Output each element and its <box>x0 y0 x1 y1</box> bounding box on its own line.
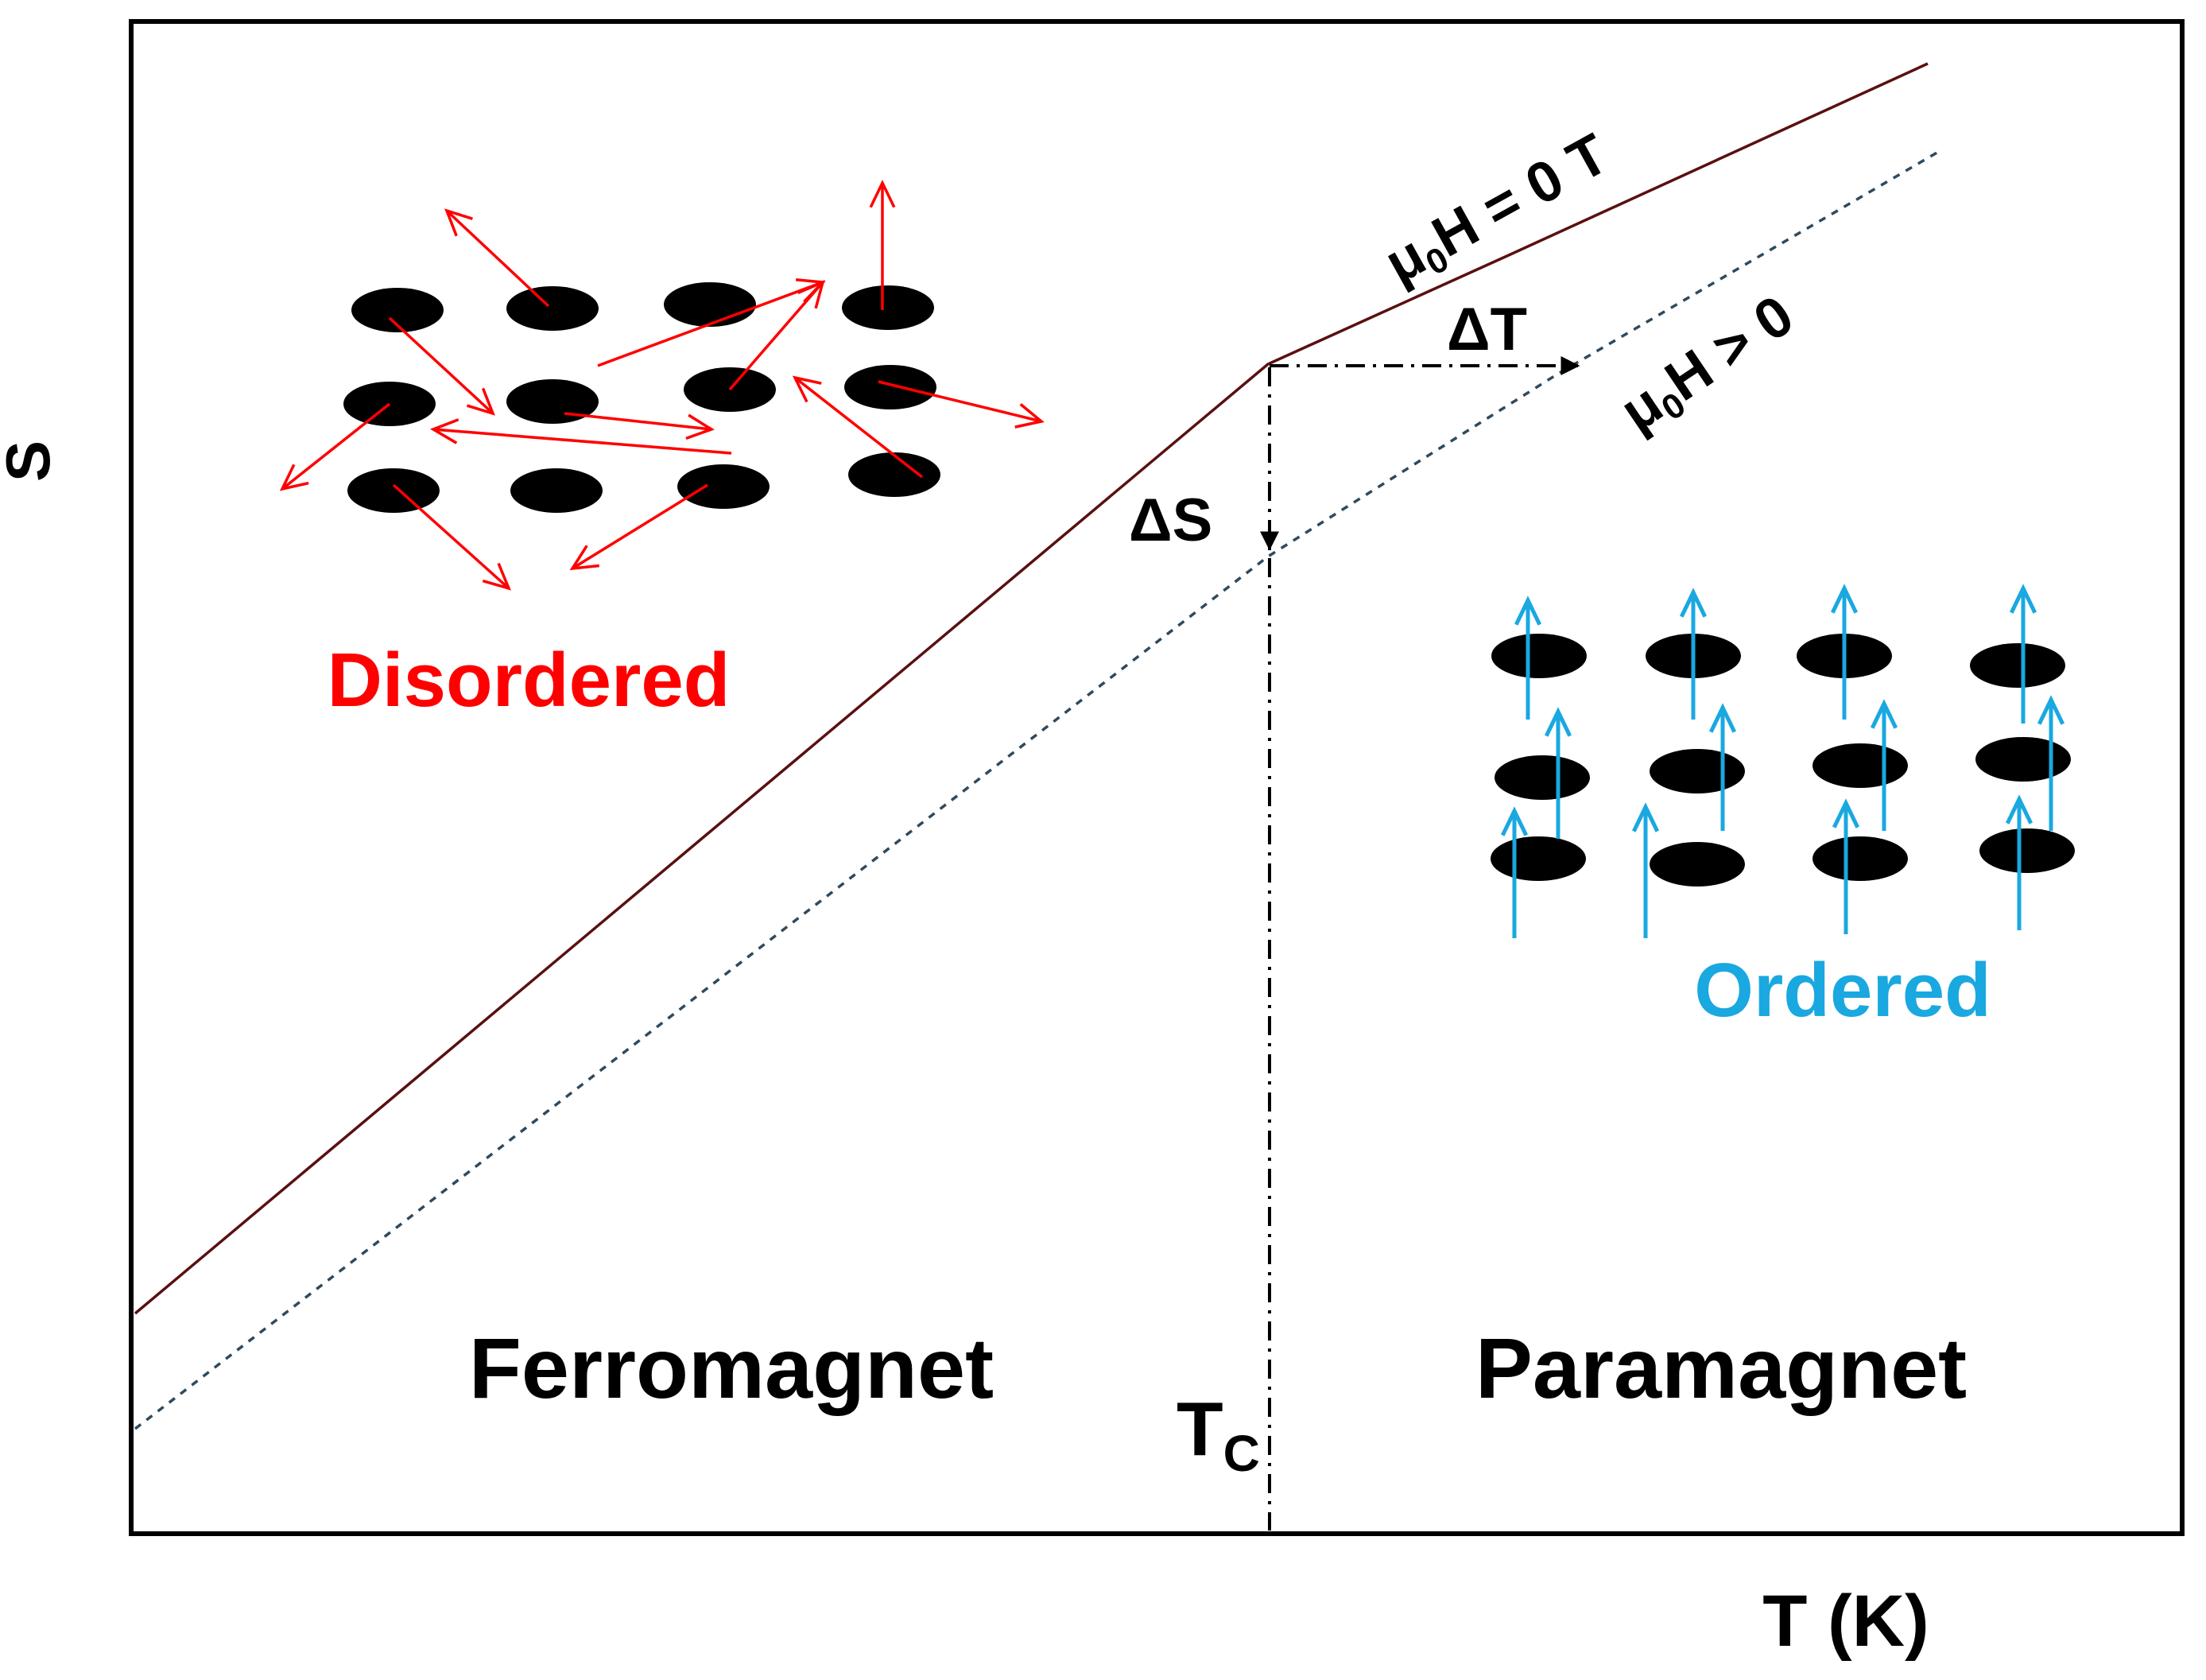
ordered-spin-cluster <box>1491 584 2075 938</box>
atom <box>347 468 440 513</box>
disordered-label: Disordered <box>328 638 731 723</box>
spin-arrow <box>793 376 924 479</box>
atom <box>506 286 599 331</box>
spin-arrow-head <box>1631 802 1660 832</box>
spin-arrow <box>564 412 712 431</box>
atom <box>1979 828 2075 873</box>
spin-arrow <box>432 428 732 455</box>
y-axis-label: S <box>0 440 63 482</box>
atom <box>1495 755 1590 800</box>
zero-field-curve <box>134 62 1929 1315</box>
spin-arrow-head <box>1830 584 1859 614</box>
spin-arrow-head <box>1679 588 1708 618</box>
spin-arrow <box>597 281 824 367</box>
spin-arrow-head <box>685 413 715 440</box>
spin-arrow-head <box>792 375 822 403</box>
spin-arrow-head <box>429 418 459 444</box>
applied-field-curve <box>134 149 1940 1430</box>
disordered-spin-cluster <box>279 179 1045 591</box>
atom <box>677 464 770 509</box>
atom <box>1975 737 2071 782</box>
applied-field-label: μ0H > 0 <box>1609 283 1807 448</box>
spin-arrow-head <box>1544 707 1572 737</box>
atom <box>1491 836 1586 881</box>
spin-arrow-head <box>1500 806 1529 836</box>
atom <box>1650 842 1745 887</box>
spin-arrow-head <box>1014 403 1045 429</box>
spin-arrow-head <box>569 545 599 571</box>
spin-arrow-head <box>1708 703 1737 733</box>
spin-arrow <box>878 380 1042 423</box>
spin-arrow-head <box>2037 695 2065 725</box>
atom <box>1650 749 1745 793</box>
atom <box>1812 836 1908 881</box>
ordered-label: Ordered <box>1694 948 1991 1033</box>
atom <box>1812 743 1908 788</box>
spin-arrow <box>281 402 391 491</box>
ferromagnet-label: Ferromagnet <box>469 1320 994 1416</box>
spin-arrow-head <box>2009 584 2037 614</box>
atom <box>664 282 756 327</box>
spin-arrow-head <box>1870 699 1898 729</box>
spin-arrow <box>728 281 824 391</box>
atom <box>1491 634 1587 678</box>
spin-arrow-head <box>482 562 511 591</box>
atom <box>848 452 940 497</box>
paramagnet-label: Paramagnet <box>1475 1320 1967 1416</box>
spin-arrow <box>445 209 550 308</box>
delta-t-label: ΔT <box>1447 296 1527 363</box>
spin-arrow-head <box>1514 596 1542 626</box>
zero-field-label: μ0H = 0 T <box>1374 122 1621 300</box>
spin-arrow-head <box>279 464 309 491</box>
spin-arrow-head <box>466 387 495 416</box>
atom <box>844 365 936 409</box>
atom <box>1970 643 2065 688</box>
x-axis-label: T (K) <box>1762 1581 1929 1662</box>
spin-arrow-head <box>2005 794 2033 824</box>
svg-text:μ0H > 0: μ0H > 0 <box>1609 283 1807 448</box>
plot-frame <box>129 19 2185 1536</box>
spin-arrow-head <box>1832 798 1860 828</box>
spin-arrow-head <box>444 208 473 237</box>
svg-text:μ0H = 0 T: μ0H = 0 T <box>1374 122 1621 300</box>
spin-arrow <box>388 316 494 415</box>
atom <box>842 285 934 330</box>
spin-arrow <box>392 483 510 590</box>
atom <box>510 468 603 513</box>
spin-arrow-head <box>797 279 825 309</box>
curie-temperature-label: TC <box>1177 1387 1260 1482</box>
atom <box>506 379 599 424</box>
atom <box>351 288 444 332</box>
spin-arrow <box>572 483 708 570</box>
delta-s-label: ΔS <box>1129 487 1212 554</box>
spin-arrow-head <box>869 179 896 208</box>
